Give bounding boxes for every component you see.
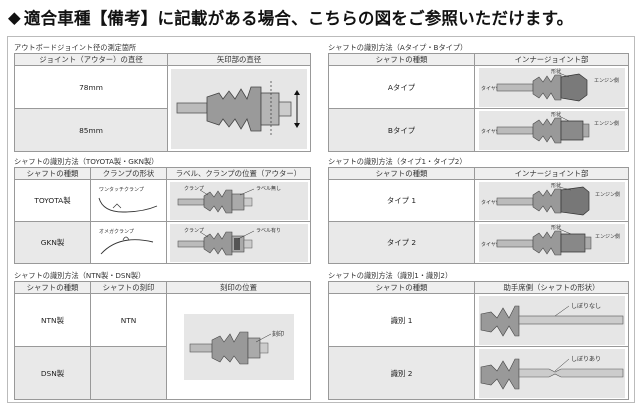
outboard-illustration-cell — [167, 65, 311, 152]
toyota-label-position-illustration: クランプ ラベル無し — [169, 181, 308, 220]
gkn-label-position-illustration: クランプ ラベル有り — [169, 223, 308, 262]
shaft-neck-illustration: しぼりあり — [478, 348, 625, 398]
table-cell-maker: TOYOTA製 — [14, 179, 91, 222]
type12-table: シャフトの種類 インナージョイント部 タイプ 1 タイヤ側 形状 — [328, 167, 629, 264]
tire-side-label: タイヤ側 — [481, 128, 501, 135]
omega-clamp-illustration: オメガクランプ — [99, 228, 153, 254]
stamp-position-illustration: 刻印 — [183, 313, 294, 380]
section-title: シャフトの識別方法（識別1・識別2） — [328, 271, 453, 280]
clamp-label: クランプ — [184, 186, 204, 192]
table-cell-type: タイプ 2 — [328, 221, 475, 264]
label-clamp-position-cell: クランプ ラベル有り — [166, 221, 311, 264]
table-cell-type: タイプ 1 — [328, 179, 475, 222]
column-header: シャフトの種類 — [328, 53, 475, 66]
stamp-label: 刻印 — [272, 330, 284, 338]
neck-note: しぼりあり — [571, 356, 601, 363]
shaft-ab-section: シャフトの識別方法（Aタイプ・Bタイプ） シャフトの種類 インナージョイント部 … — [328, 43, 629, 152]
section-title: アウトボードジョイント径の測定箇所 — [14, 43, 137, 52]
neck-note: しぼりなし — [571, 303, 601, 310]
tire-side-label: タイヤ側 — [481, 199, 501, 206]
column-header: 助手席側（シャフトの形状） — [474, 281, 629, 294]
shape-label: 形状 — [551, 68, 561, 75]
column-header: 刻印の位置 — [166, 281, 311, 294]
shaft-shape-cell: しぼりあり — [474, 346, 629, 400]
column-header: シャフトの種類 — [328, 281, 475, 294]
table-cell-type: Aタイプ — [328, 65, 475, 109]
inner-joint-illustration-cell: タイヤ側 形状 エンジン側 — [474, 221, 629, 264]
shape-label: 形状 — [551, 182, 561, 189]
type12-section: シャフトの識別方法（タイプ1・タイプ2） シャフトの種類 インナージョイント部 … — [328, 157, 629, 264]
inner-joint-a-illustration: タイヤ側 形状 エンジン側 — [478, 67, 625, 107]
outboard-joint-section: アウトボードジョイント径の測定箇所 ジョイント（アウター）の直径 矢印部の直径 … — [14, 43, 311, 152]
clamp-label: クランプ — [184, 228, 204, 234]
column-header: シャフトの種類 — [14, 167, 91, 180]
table-cell-size: 85mm — [14, 108, 168, 152]
column-header: インナージョイント部 — [474, 167, 629, 180]
inner-joint-illustration-cell: タイヤ側 形状 エンジン側 — [474, 179, 629, 222]
column-header: シャフトの種類 — [14, 281, 91, 294]
reference-sheet: アウトボードジョイント径の測定箇所 ジョイント（アウター）の直径 矢印部の直径 … — [7, 36, 635, 403]
shaft-shape-cell: しぼりなし — [474, 293, 629, 347]
section-title: シャフトの識別方法（タイプ1・タイプ2） — [328, 157, 467, 166]
inner-joint-illustration-cell: タイヤ側 形状 エンジン側 — [474, 108, 629, 152]
table-cell-maker: GKN製 — [14, 221, 91, 264]
column-header: ラベル、クランプの位置（アウター） — [166, 167, 311, 180]
column-header: シャフトの刻印 — [90, 281, 167, 294]
shaft-no-neck-illustration: しぼりなし — [478, 295, 625, 345]
outboard-table: ジョイント（アウター）の直径 矢印部の直径 78mm — [14, 53, 311, 152]
ntn-dsn-table: シャフトの種類 シャフトの刻印 刻印の位置 NTN製 NTN 刻 — [14, 281, 311, 400]
section-title: シャフトの識別方法（Aタイプ・Bタイプ） — [328, 43, 468, 52]
shape-label: 形状 — [551, 111, 561, 118]
column-header: インナージョイント部 — [474, 53, 629, 66]
section-title: シャフトの識別方法（NTN製・DSN製） — [14, 271, 146, 280]
column-header: シャフトの種類 — [328, 167, 475, 180]
clamp-shape-cell: ワンタッチクランプ — [90, 179, 167, 222]
notice-banner: ◆ 適合車種【備考】に記載がある場合、こちらの図をご参照いただけます。 — [0, 0, 640, 34]
column-header: 矢印部の直径 — [167, 53, 311, 66]
table-cell-stamp: NTN — [90, 293, 167, 347]
stamp-position-cell: 刻印 — [166, 293, 311, 400]
table-cell-type: 識別 2 — [328, 346, 475, 400]
shape-label: 形状 — [551, 224, 561, 231]
table-cell-maker: NTN製 — [14, 293, 91, 347]
table-cell-stamp-empty — [90, 346, 167, 400]
id12-table: シャフトの種類 助手席側（シャフトの形状） 識別 1 しぼりなし — [328, 281, 629, 400]
inner-joint-type2-illustration: タイヤ側 形状 エンジン側 — [478, 223, 625, 262]
toyota-gkn-section: シャフトの識別方法（TOYOTA製・GKN製） シャフトの種類 クランプの形状 … — [14, 157, 311, 264]
section-title: シャフトの識別方法（TOYOTA製・GKN製） — [14, 157, 159, 166]
inner-joint-b-illustration: タイヤ側 形状 エンジン側 — [478, 110, 625, 150]
tire-side-label: タイヤ側 — [481, 241, 501, 248]
shaft-ab-table: シャフトの種類 インナージョイント部 Aタイプ タイヤ側 形状 — [328, 53, 629, 152]
one-touch-clamp-illustration: ワンタッチクランプ — [98, 186, 157, 212]
clamp-shape-cell: オメガクランプ — [90, 221, 167, 264]
ntn-dsn-section: シャフトの識別方法（NTN製・DSN製） シャフトの種類 シャフトの刻印 刻印の… — [14, 271, 311, 400]
table-cell-size: 78mm — [14, 65, 168, 109]
tire-side-label: タイヤ側 — [481, 85, 501, 92]
engine-side-label: エンジン側 — [595, 191, 620, 198]
diamond-bullet: ◆ — [8, 7, 21, 27]
notice-text: 適合車種【備考】に記載がある場合、こちらの図をご参照いただけます。 — [23, 9, 574, 28]
label-clamp-position-cell: クランプ ラベル無し — [166, 179, 311, 222]
table-cell-maker: DSN製 — [14, 346, 91, 400]
id12-section: シャフトの識別方法（識別1・識別2） シャフトの種類 助手席側（シャフトの形状）… — [328, 271, 629, 400]
column-header: クランプの形状 — [90, 167, 167, 180]
table-cell-type: Bタイプ — [328, 108, 475, 152]
engine-side-label: エンジン側 — [594, 120, 619, 127]
outboard-joint-illustration — [171, 68, 307, 149]
engine-side-label: エンジン側 — [595, 233, 620, 240]
toyota-gkn-table: シャフトの種類 クランプの形状 ラベル、クランプの位置（アウター） TOYOTA… — [14, 167, 311, 264]
column-header: ジョイント（アウター）の直径 — [14, 53, 168, 66]
table-cell-type: 識別 1 — [328, 293, 475, 347]
label-note: ラベル有り — [256, 227, 281, 234]
engine-side-label: エンジン側 — [594, 77, 619, 84]
label-note: ラベル無し — [256, 185, 281, 192]
clamp-name: ワンタッチクランプ — [99, 186, 144, 193]
inner-joint-illustration-cell: タイヤ側 形状 エンジン側 — [474, 65, 629, 109]
clamp-name: オメガクランプ — [99, 228, 134, 235]
inner-joint-type1-illustration: タイヤ側 形状 エンジン側 — [478, 181, 625, 220]
